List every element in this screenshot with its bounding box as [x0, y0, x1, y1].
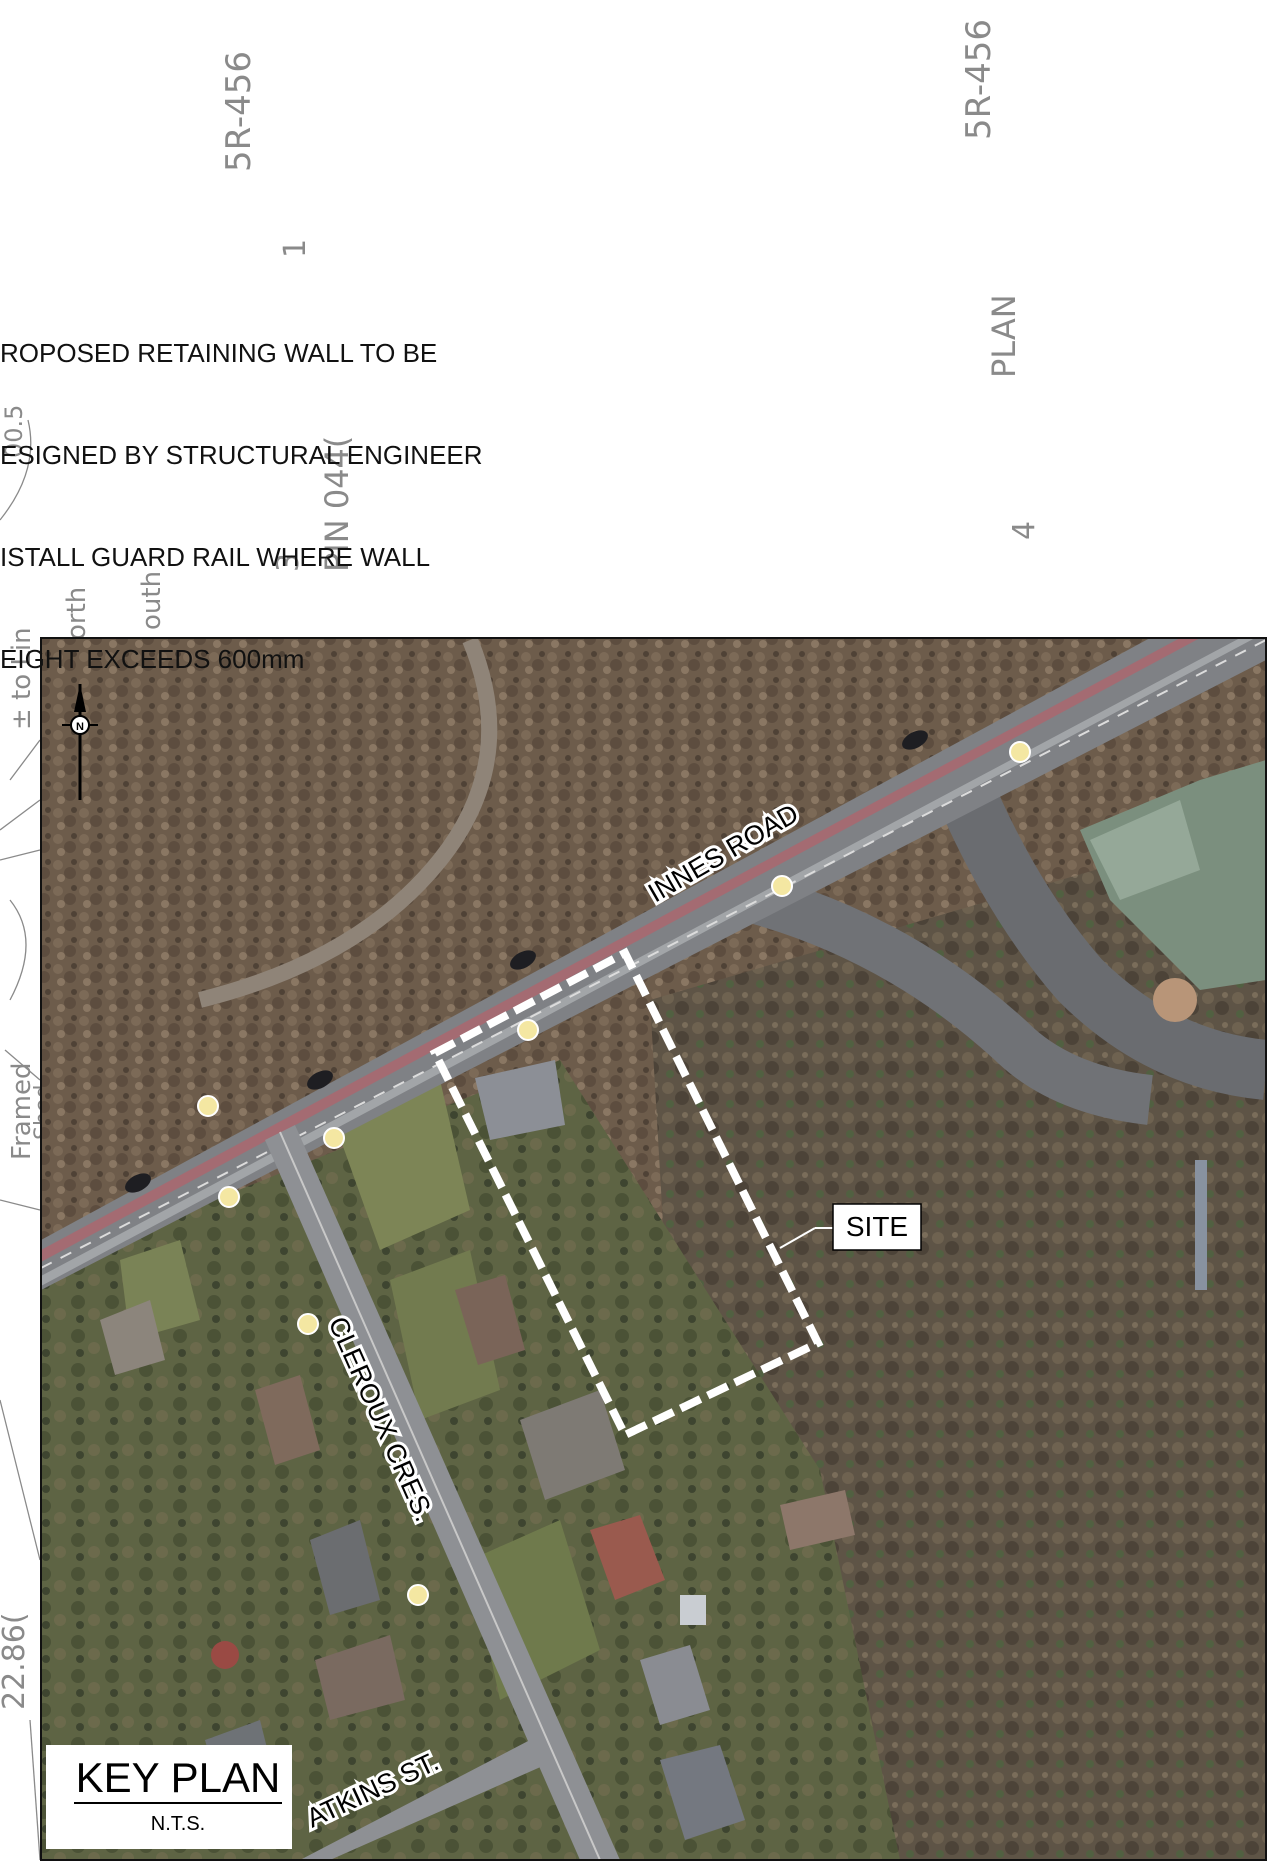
note-line-4: EIGHT EXCEEDS 600mm — [0, 644, 305, 674]
site-callout: SITE — [832, 1203, 922, 1251]
framed-label: Framed — [7, 1062, 37, 1160]
cleroux-road — [265, 1125, 620, 1860]
street-light — [1009, 741, 1031, 763]
south-label: outh — [137, 571, 167, 630]
north-label: orth — [62, 587, 92, 640]
retaining-wall-note: ROPOSED RETAINING WALL TO BE ESIGNED BY … — [0, 268, 483, 710]
note-line-1: ROPOSED RETAINING WALL TO BE — [0, 338, 438, 368]
survey-linework — [0, 419, 41, 1861]
key-plan-scale: N.T.S. — [151, 1813, 205, 1835]
innes-road — [41, 638, 1266, 1290]
site-boundary — [429, 947, 824, 1441]
plan-label: PLAN — [985, 294, 1023, 378]
pin-label: PIN 044( — [318, 436, 356, 572]
atkins-road — [300, 1740, 545, 1860]
street-light — [297, 1313, 319, 1335]
street-light — [407, 1584, 429, 1606]
site-label: SITE — [846, 1211, 908, 1242]
aerial-map: INNES ROAD CLEROUX CRES. ATKINS ST. — [41, 638, 1266, 1860]
key-plan-title-block: KEY PLAN N.T.S. — [46, 1745, 292, 1849]
to-line-label: ± to Lin — [7, 627, 37, 730]
dimension-top: 00.5 — [0, 405, 28, 458]
dimension-left: 22.86( — [0, 1612, 32, 1710]
houses — [100, 1060, 855, 1840]
plan-ref-left: 5R-456 — [219, 51, 259, 172]
street-lights — [197, 741, 1031, 1606]
driveway — [932, 768, 1266, 1100]
north-arrow-icon: N — [62, 684, 98, 800]
note-line-3: ISTALL GUARD RAIL WHERE WALL — [0, 542, 431, 572]
street-light — [197, 1095, 219, 1117]
trail — [198, 638, 498, 1008]
lot-1-label: 1 — [278, 239, 313, 258]
north-letter: N — [76, 721, 84, 733]
lot-3-label: 3 — [271, 553, 306, 572]
note-line-2: ESIGNED BY STRUCTURAL ENGINEER — [0, 440, 483, 470]
building-roof — [1090, 800, 1200, 900]
key-plan-title: KEY PLAN — [76, 1754, 281, 1801]
plan-ref-right: 5R-456 — [959, 19, 999, 140]
vehicles — [125, 730, 928, 1193]
map-frame — [40, 637, 1267, 1861]
parking-lane — [753, 875, 1154, 1125]
street-light — [517, 1019, 539, 1041]
street-light — [323, 1127, 345, 1149]
tower — [1195, 1160, 1207, 1290]
street-light — [218, 1186, 240, 1208]
survey-labels: 5R-456 5R-456 PLAN 4 1 PIN 044( 3 orth o… — [0, 19, 1042, 1710]
street-light — [771, 875, 793, 897]
lot-4-label: 4 — [1007, 521, 1042, 540]
garden-bed — [1153, 978, 1197, 1022]
